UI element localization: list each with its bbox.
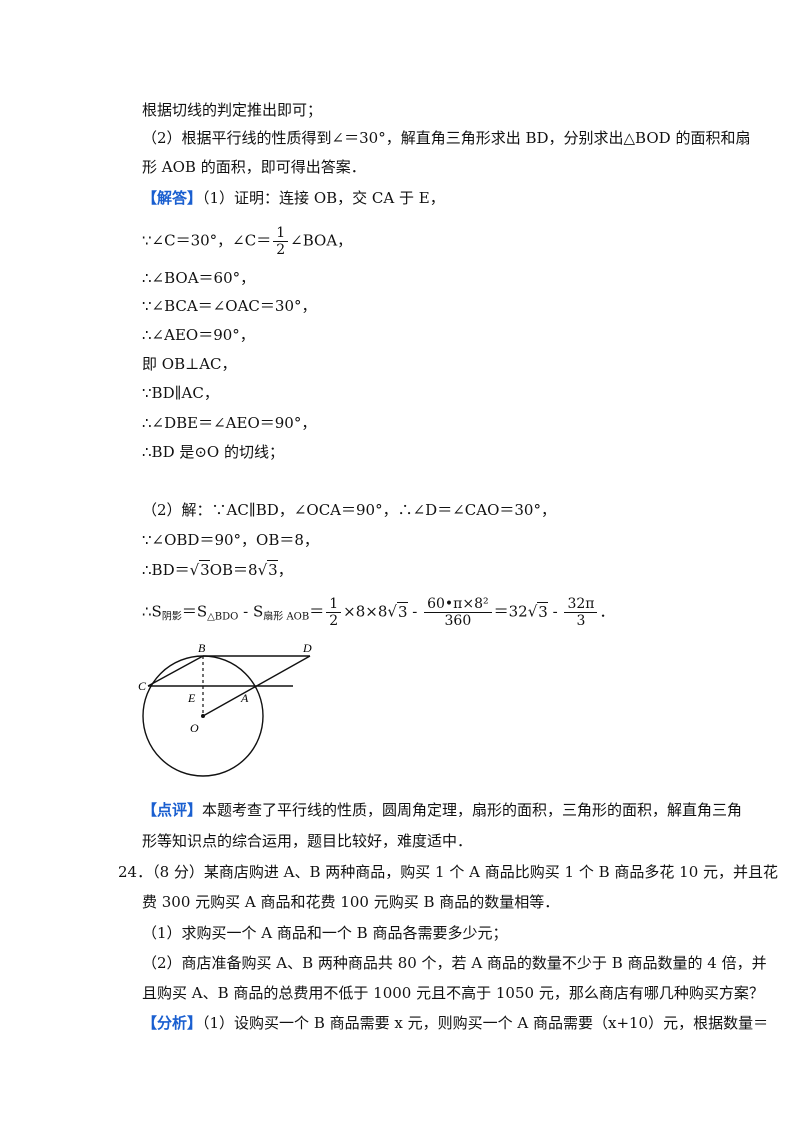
fraction-denominator: 2 — [276, 242, 286, 258]
text-line: ∴BD＝√3OB＝8√3， — [142, 560, 293, 579]
fraction-numerator: 60•π×8² — [424, 596, 492, 613]
answer-heading: 【解答】（1）证明：连接 OB，交 CA 于 E， — [142, 188, 445, 208]
label-c: C — [138, 679, 147, 693]
point-o — [201, 714, 205, 718]
text-fragment: ∵∠C＝30°，∠C＝ — [142, 231, 272, 250]
text-fragment: ∴S — [142, 602, 162, 621]
text-fragment: - — [407, 602, 423, 621]
review-heading: 【点评】本题考查了平行线的性质，圆周角定理，扇形的面积，三角形的面积，解直角三角 — [142, 800, 742, 820]
sqrt-radicand: 3 — [267, 560, 278, 579]
text-line: （2）根据平行线的性质得到∠＝30°，解直角三角形求出 BD，分别求出△BOD … — [142, 129, 751, 147]
text-line: 形等知识点的综合运用，题目比较好，难度适中． — [142, 832, 473, 850]
question-line: （2）商店准备购买 A、B 两种商品共 80 个，若 A 商品的数量不少于 B … — [142, 954, 767, 972]
fraction-numerator: 32π — [564, 596, 598, 613]
text-fragment: ． — [599, 602, 615, 621]
label-b: B — [198, 641, 206, 655]
sqrt-radicand: 3 — [199, 560, 210, 579]
text-line: 即 OB⊥AC， — [142, 355, 237, 373]
text-fragment: ， — [277, 561, 293, 579]
fraction-numerator: 1 — [273, 225, 289, 242]
text-line: ∴∠AEO＝90°， — [142, 326, 255, 344]
text-line: 根据切线的判定推出即可； — [142, 101, 323, 119]
label-a: A — [240, 691, 249, 705]
sqrt-radicand: 3 — [537, 601, 548, 621]
question-line: 24．（8 分）某商店购进 A、B 两种商品，购买 1 个 A 商品比购买 1 … — [118, 863, 779, 881]
label-e: E — [187, 691, 196, 705]
analysis-tag: 【分析】 — [142, 1014, 203, 1032]
text-line: ∴∠DBE＝∠AEO＝90°， — [142, 414, 317, 432]
fraction-denominator: 2 — [329, 613, 339, 629]
text-fragment: ＝32 — [493, 602, 528, 621]
text-line: （2）解：∵AC∥BD，∠OCA＝90°，∴∠D＝∠CAO＝30°， — [142, 501, 556, 519]
fraction-numerator: 1 — [326, 596, 342, 613]
line-od — [202, 655, 311, 717]
label-d: D — [302, 641, 312, 655]
answer-intro: （1）证明：连接 OB，交 CA 于 E， — [202, 189, 445, 207]
text-fragment: ∴BD＝ — [142, 561, 190, 579]
text-line: ∴BD 是⊙O 的切线； — [142, 443, 284, 461]
text-line: ∵∠BCA＝∠OAC＝30°， — [142, 297, 317, 315]
text-fragment: ＝ — [309, 602, 325, 621]
text-line: 形 AOB 的面积，即可得出答案． — [142, 158, 366, 176]
text-fragment: OB＝8 — [209, 561, 258, 579]
analysis-text: （1）设购买一个 B 商品需要 x 元，则购买一个 A 商品需要（x+10）元，… — [202, 1014, 769, 1032]
review-tag: 【点评】 — [142, 801, 203, 819]
label-o: O — [190, 721, 199, 735]
question-line: 且购买 A、B 商品的总费用不低于 1000 元且不高于 1050 元，那么商店… — [142, 984, 764, 1002]
line-cb — [147, 655, 204, 687]
analysis-heading: 【分析】（1）设购买一个 B 商品需要 x 元，则购买一个 A 商品需要（x+1… — [142, 1013, 768, 1033]
text-line: ∵BD∥AC， — [142, 384, 219, 402]
text-line: ∴∠BOA＝60°， — [142, 269, 256, 287]
question-line: （1）求购买一个 A 商品和一个 B 商品各需要多少元； — [142, 924, 508, 942]
text-fragment: ＝S — [181, 602, 208, 621]
fraction-denominator: 3 — [576, 613, 586, 629]
subscript: 扇形 AOB — [263, 611, 310, 623]
question-line: 费 300 元购买 A 商品和花费 100 元购买 B 商品的数量相等． — [142, 893, 560, 911]
sqrt-radicand: 3 — [396, 601, 408, 621]
fraction-denominator: 360 — [444, 613, 472, 629]
review-text: 本题考查了平行线的性质，圆周角定理，扇形的面积，三角形的面积，解直角三角 — [202, 801, 743, 819]
text-fragment: ∠BOA， — [290, 231, 353, 250]
answer-tag: 【解答】 — [142, 189, 203, 207]
text-fragment: - — [547, 602, 563, 621]
text-fragment: ×8×8 — [343, 602, 388, 621]
subscript: 阴影 — [161, 611, 182, 623]
geometry-figure: B D C E A O — [138, 641, 312, 777]
text-fragment: - S — [238, 602, 264, 621]
text-line: ∵∠OBD＝90°，OB＝8， — [142, 531, 319, 549]
subscript: △BDO — [207, 611, 239, 623]
